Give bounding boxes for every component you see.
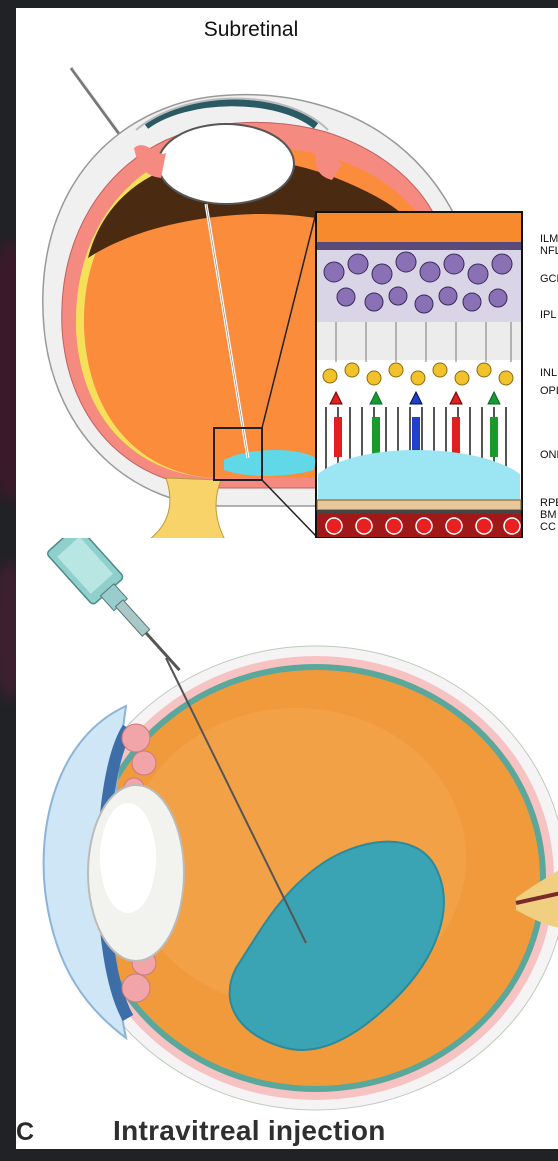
subretinal-panel: Subretinal ILM NFL GCL IPL INL OPL ONL R…: [16, 8, 558, 542]
lens: [158, 124, 294, 204]
layer-label-onl: ONL: [540, 450, 558, 461]
layer-label-opl: OPL: [540, 386, 558, 397]
layer-label-rpe: RPE: [540, 498, 558, 509]
syringe: [46, 538, 195, 684]
layer-label-inl: INL: [540, 368, 557, 379]
retina-inset: [316, 212, 522, 538]
intravitreal-title: Intravitreal injection: [113, 1115, 386, 1147]
panel-letter: C: [16, 1118, 34, 1147]
layer-label-cc: CC: [540, 522, 556, 533]
subretinal-eye-illustration: [16, 8, 558, 542]
layer-label-nfl: NFL: [540, 246, 558, 257]
intravitreal-eye-illustration: [16, 538, 558, 1149]
layer-label-bm: BM: [540, 510, 557, 521]
layer-label-gcl: GCL: [540, 274, 558, 285]
layer-label-ipl: IPL: [540, 310, 557, 321]
subretinal-title: Subretinal: [171, 18, 331, 42]
layer-label-ilm: ILM: [540, 234, 558, 245]
intravitreal-panel: [16, 538, 558, 1149]
